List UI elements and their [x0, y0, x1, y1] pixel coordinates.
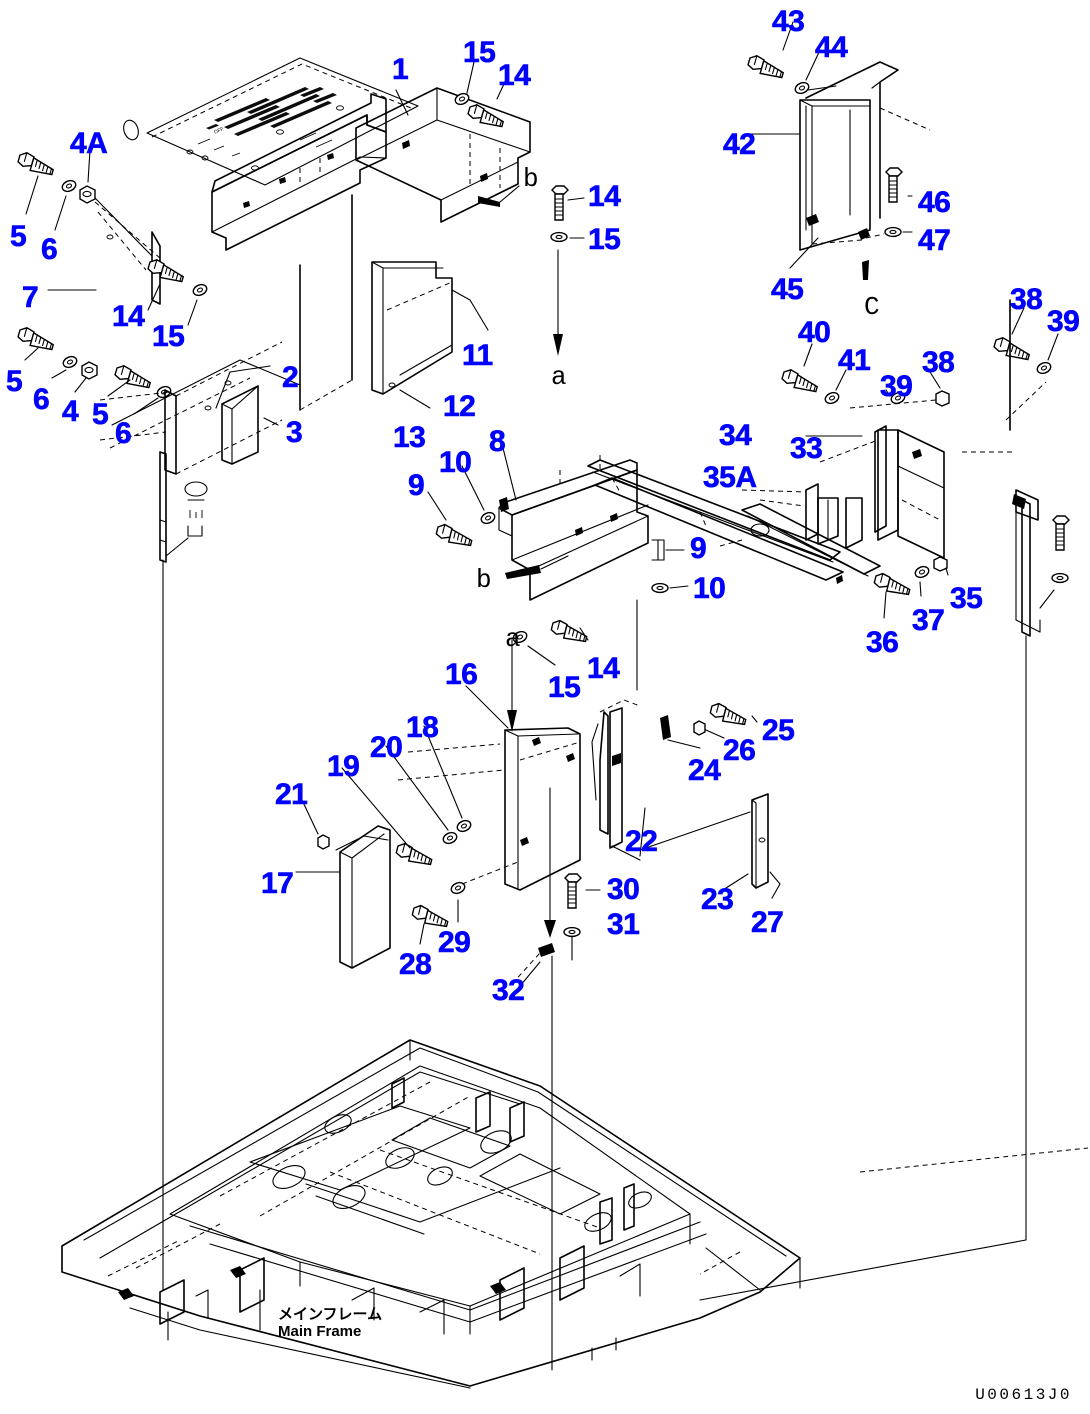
part-callout-38: 38	[1010, 283, 1043, 316]
part-callout-31: 31	[607, 908, 640, 941]
main-frame-label-en: Main Frame	[278, 1323, 362, 1340]
part-callout-16: 16	[445, 658, 478, 691]
part-callout-12: 12	[443, 390, 476, 423]
main-frame-label: メインフレーム Main Frame	[278, 1305, 383, 1341]
part-callout-15: 15	[588, 223, 621, 256]
part-callout-24: 24	[688, 754, 721, 787]
part-callout-39: 39	[880, 370, 913, 403]
part-callout-35A: 35A	[703, 461, 758, 494]
part-callout-42: 42	[723, 128, 756, 161]
section-marker-a-mid: a	[505, 624, 521, 654]
part-callout-10: 10	[693, 572, 726, 605]
part-callout-25: 25	[762, 714, 795, 747]
part-callout-19: 19	[327, 750, 360, 783]
part-callout-4A: 4A	[70, 127, 108, 160]
part-callout-44: 44	[815, 31, 848, 64]
part-callout-20: 20	[370, 731, 403, 764]
part-callout-33: 33	[790, 432, 823, 465]
part-callout-1: 1	[392, 53, 409, 86]
part-callout-6: 6	[33, 383, 50, 416]
part-callout-8: 8	[489, 425, 506, 458]
part-callout-13: 13	[393, 421, 426, 454]
part-callout-18: 18	[406, 711, 439, 744]
part-callout-35: 35	[950, 582, 983, 615]
part-callout-14: 14	[588, 180, 621, 213]
part-callout-9: 9	[408, 469, 425, 502]
part-callout-5: 5	[6, 365, 23, 398]
part-callout-14: 14	[587, 652, 620, 685]
part-callout-46: 46	[918, 186, 951, 219]
part-callout-11: 11	[462, 339, 494, 372]
part-callout-2: 2	[282, 361, 299, 394]
part-callout-41: 41	[838, 344, 871, 377]
part-callout-36: 36	[866, 626, 899, 659]
part-callout-3: 3	[286, 416, 303, 449]
part-callout-39: 39	[1047, 305, 1080, 338]
part-callout-4: 4	[62, 395, 79, 428]
part-callout-7: 7	[22, 281, 39, 314]
part-callout-26: 26	[723, 734, 756, 767]
section-marker-b-top: b	[523, 164, 539, 194]
part-callout-40: 40	[798, 316, 831, 349]
part-callout-14: 14	[498, 59, 531, 92]
part-callout-32: 32	[492, 974, 525, 1007]
part-callout-9: 9	[690, 532, 707, 565]
part-callout-5: 5	[92, 398, 109, 431]
main-frame-label-jp: メインフレーム	[278, 1305, 383, 1323]
part-callout-37: 37	[912, 604, 945, 637]
section-marker-a-top: a	[551, 362, 567, 392]
part-callout-21: 21	[275, 778, 308, 811]
part-callout-10: 10	[439, 446, 472, 479]
drawing-number: U00613J0	[975, 1386, 1072, 1404]
part-callout-15: 15	[548, 671, 581, 704]
part-callout-15: 15	[463, 36, 496, 69]
part-callout-6: 6	[41, 233, 58, 266]
section-marker-c-right: C	[864, 292, 880, 322]
part-callout-47: 47	[918, 224, 951, 257]
part-callout-27: 27	[751, 906, 784, 939]
part-callout-45: 45	[771, 273, 804, 306]
part-callout-29: 29	[438, 926, 471, 959]
part-callout-15: 15	[152, 320, 185, 353]
section-marker-b-mid: b	[476, 565, 492, 595]
part-callout-22: 22	[625, 825, 658, 858]
part-callout-38: 38	[922, 346, 955, 379]
part-callout-28: 28	[399, 948, 432, 981]
part-callout-43: 43	[772, 5, 805, 38]
part-callout-34: 34	[719, 419, 752, 452]
part-callout-23: 23	[701, 883, 734, 916]
part-callout-17: 17	[261, 867, 294, 900]
part-callout-6: 6	[115, 417, 132, 450]
part-callout-5: 5	[10, 220, 27, 253]
part-callout-14: 14	[112, 300, 145, 333]
part-callout-30: 30	[607, 873, 640, 906]
